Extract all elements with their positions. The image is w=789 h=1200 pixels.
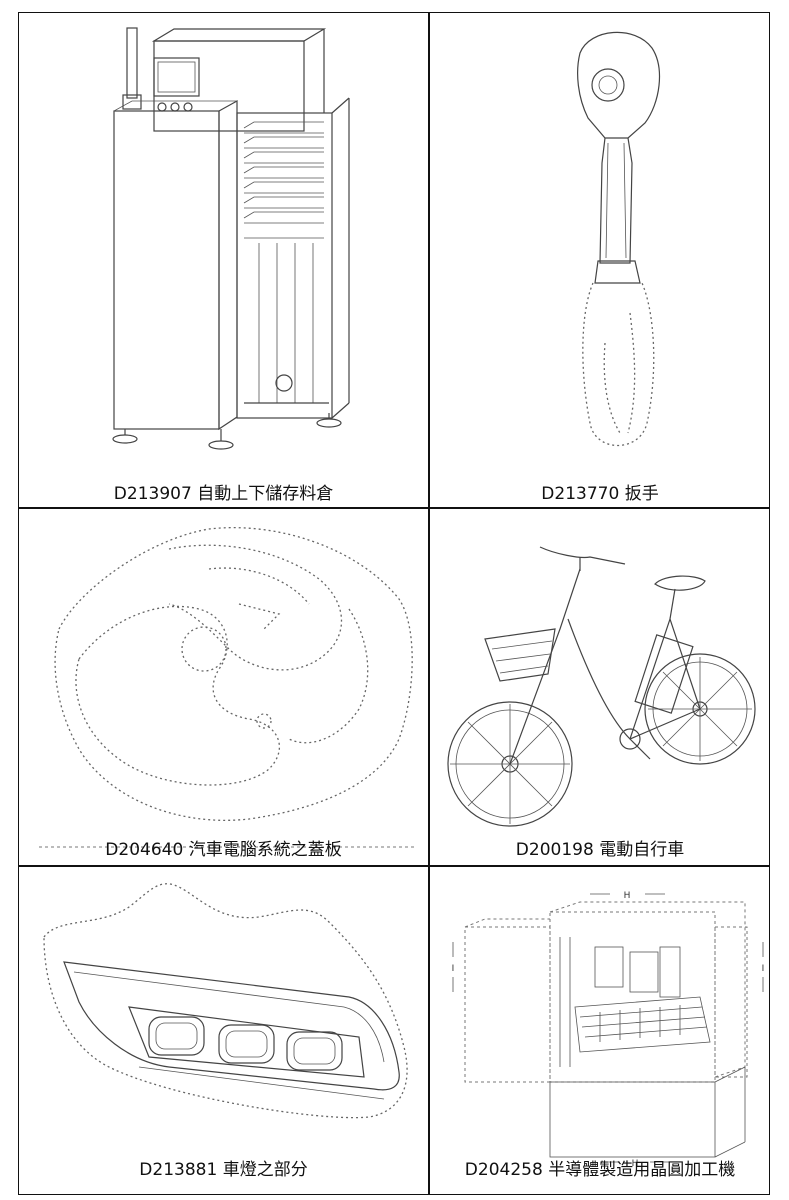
design-title: 半導體製造用晶圓加工機 <box>548 1160 736 1180</box>
dimension-mark-i-left: I <box>452 964 455 974</box>
caption-storage-silo: D213907 自動上下儲存料倉 <box>19 479 428 504</box>
caption-headlamp: D213881 車燈之部分 <box>19 1155 428 1180</box>
design-cell-car-computer-cover: D204640 汽車電腦系統之蓋板 <box>19 509 428 865</box>
headlamp-drawing <box>43 883 408 1119</box>
caption-wafer-machine: D204258 半導體製造用晶圓加工機 <box>430 1155 770 1180</box>
wrench-drawing <box>577 31 661 446</box>
car-computer-cover-drawing <box>39 527 414 848</box>
design-code: D213881 <box>139 1160 218 1180</box>
design-code: D204258 <box>464 1160 543 1180</box>
design-title: 車燈之部分 <box>222 1160 308 1180</box>
design-title: 汽車電腦系統之蓋板 <box>188 840 342 860</box>
design-grid: D213907 自動上下儲存料倉 D213770 扳手 D204640 汽車電腦 <box>18 12 770 1195</box>
wafer-machine-drawing: H H I I <box>452 891 765 1169</box>
caption-wrench: D213770 扳手 <box>430 479 770 504</box>
design-title: 電動自行車 <box>599 840 685 860</box>
caption-car-computer-cover: D204640 汽車電腦系統之蓋板 <box>19 835 428 860</box>
storage-silo-drawing <box>112 27 350 450</box>
caption-electric-bicycle: D200198 電動自行車 <box>430 835 770 860</box>
design-cell-wrench: D213770 扳手 <box>430 13 770 507</box>
dimension-mark-i-right: I <box>762 964 765 974</box>
design-cell-storage-silo: D213907 自動上下儲存料倉 <box>19 13 428 507</box>
design-title: 自動上下儲存料倉 <box>197 484 334 504</box>
design-cell-headlamp: D213881 車燈之部分 <box>19 867 428 1194</box>
dimension-mark-h-top: H <box>624 891 631 901</box>
design-code: D204640 <box>105 840 184 860</box>
design-cell-wafer-machine: H H I I <box>430 867 770 1194</box>
design-code: D200198 <box>515 840 594 860</box>
design-code: D213907 <box>113 484 192 504</box>
design-title: 扳手 <box>624 484 659 504</box>
design-cell-electric-bicycle: D200198 電動自行車 <box>430 509 770 865</box>
row-divider-1 <box>19 507 769 509</box>
design-code: D213770 <box>541 484 620 504</box>
electric-bicycle-drawing <box>447 546 756 827</box>
dimension-mark-h-bottom: H <box>632 1159 639 1169</box>
row-divider-2 <box>19 865 769 867</box>
column-divider <box>428 13 430 1194</box>
